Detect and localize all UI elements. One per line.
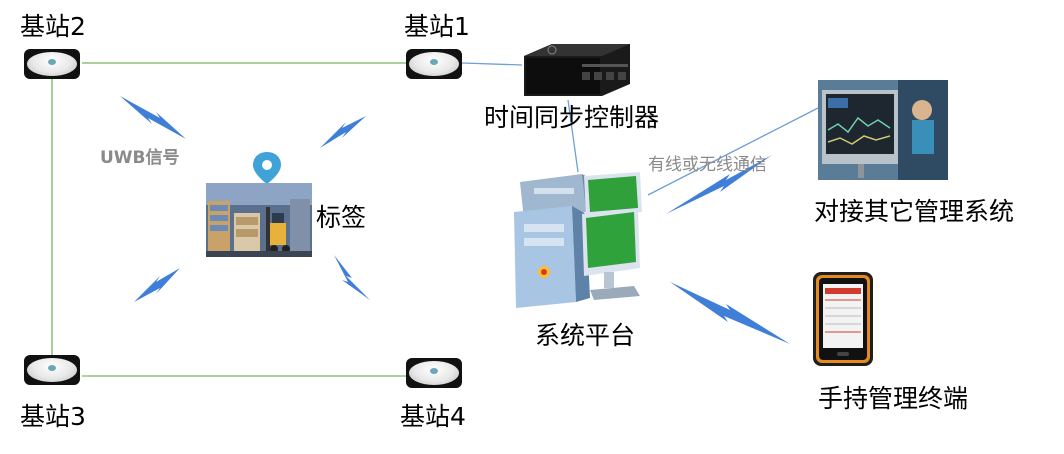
base-station-1-label: 基站1 — [404, 12, 470, 41]
base-station-1-device — [406, 49, 462, 79]
warehouse-forklift-image — [206, 183, 312, 257]
lightning-bolt-uwb-bottomright — [334, 255, 370, 300]
base-station-3-label: 基站3 — [20, 402, 86, 431]
base-station-2-device — [24, 49, 80, 79]
base-station-4-device — [406, 358, 462, 388]
lightning-bolt-uwb-topleft — [120, 96, 186, 139]
base-station-3-device — [24, 355, 80, 385]
link-controller-to-platform — [567, 99, 579, 173]
base-station-4-label: 基站4 — [400, 402, 466, 431]
lightning-bolt-uwb-topright — [320, 116, 366, 148]
tag-label: 标签 — [316, 203, 367, 232]
time-sync-controller-label: 时间同步控制器 — [484, 103, 660, 132]
link-platform-to-systems — [647, 107, 819, 196]
handheld-terminal-image — [813, 272, 873, 366]
lightning-bolt-platform-to-handheld — [670, 282, 790, 344]
handheld-terminal-label: 手持管理终端 — [818, 384, 969, 413]
uwb-signal-label: UWB信号 — [100, 148, 180, 168]
lightning-bolt-platform-to-systems — [666, 155, 772, 214]
time-sync-controller-device — [522, 42, 632, 98]
system-platform-label: 系统平台 — [535, 321, 636, 350]
lightning-bolt-uwb-bottomleft — [134, 268, 180, 302]
other-systems-label: 对接其它管理系统 — [814, 197, 1015, 226]
link-station1-to-controller — [461, 62, 523, 66]
system-platform-computer-image — [512, 172, 650, 310]
wired-wireless-label: 有线或无线通信 — [648, 155, 767, 175]
management-system-monitor-image — [818, 80, 948, 180]
location-pin-icon — [253, 152, 281, 184]
base-station-2-label: 基站2 — [20, 12, 86, 41]
